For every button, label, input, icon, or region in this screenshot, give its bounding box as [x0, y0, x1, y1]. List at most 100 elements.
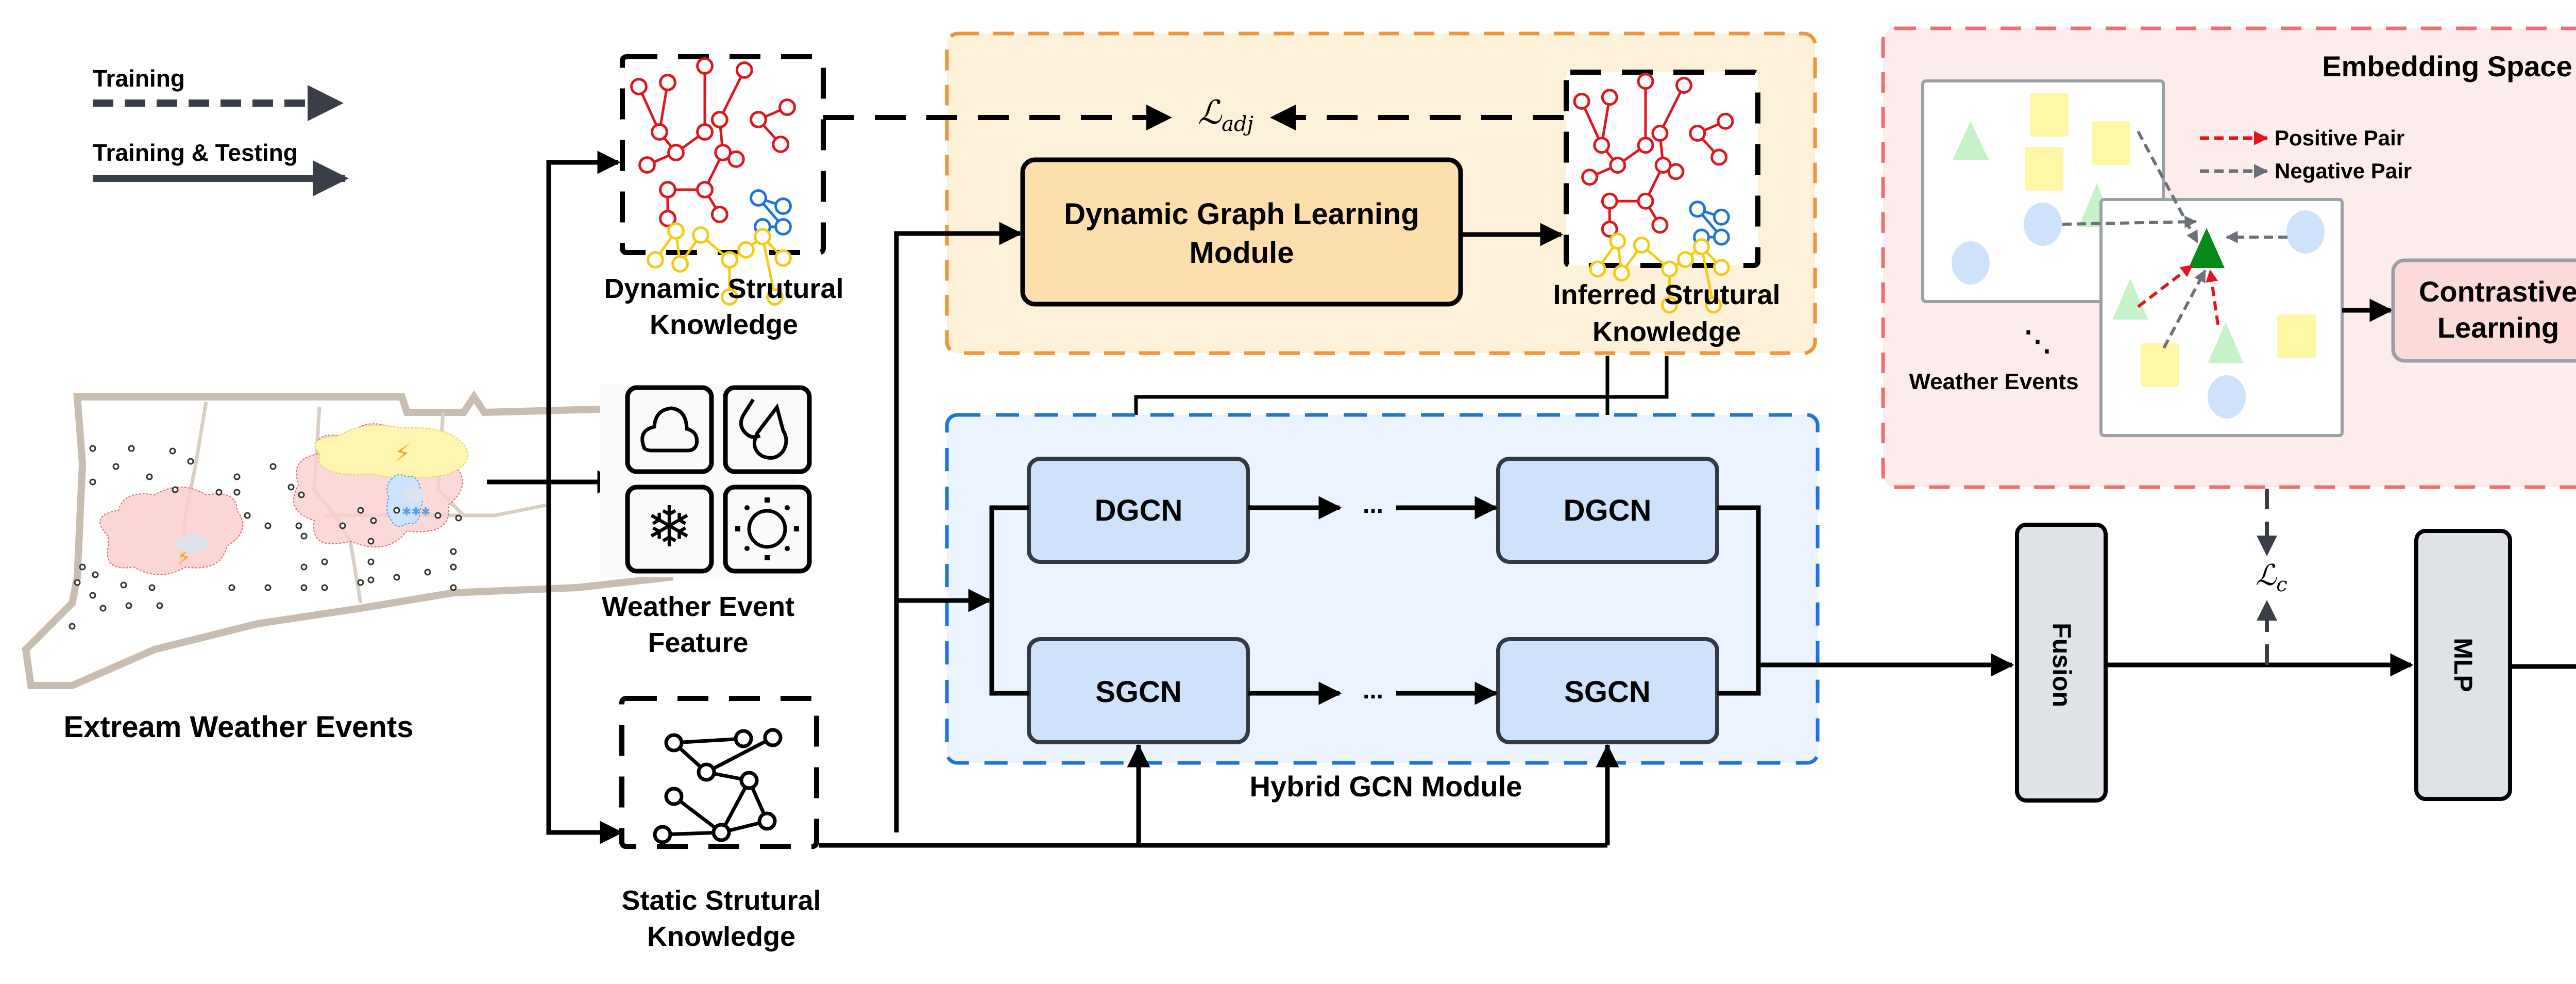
graph-node	[1705, 296, 1722, 314]
sun-icon	[747, 509, 787, 549]
sensor-node	[367, 558, 375, 565]
graph-node	[659, 181, 676, 198]
sensor-node	[79, 563, 86, 571]
sensor-node	[367, 576, 375, 583]
negative-pair-label: Negative Pair	[2275, 159, 2412, 183]
sensor-node	[393, 507, 400, 514]
sensor-node	[298, 491, 305, 498]
sensor-node	[187, 458, 194, 465]
sensor-node	[357, 579, 364, 586]
graph-node	[696, 181, 714, 198]
legend-training-label: Training	[93, 65, 185, 92]
dynamic-graph-icon	[630, 57, 796, 306]
weather-icon-box	[625, 485, 714, 574]
embedding-space-region: Embedding Space Positive Pair	[1881, 26, 2576, 489]
sensor-node	[287, 483, 295, 491]
graph-node	[710, 206, 728, 223]
weather-events-label: Weather Events	[1909, 369, 2078, 394]
square-node	[2030, 93, 2069, 137]
triangle-node	[2112, 278, 2148, 320]
sensor-node	[357, 507, 364, 514]
sensor-node	[455, 514, 462, 522]
legend: Training Training & Testing	[93, 65, 349, 196]
weather-caption-line1: Weather Event	[602, 591, 794, 622]
sensor-node	[74, 579, 81, 586]
sensor-node	[89, 592, 96, 599]
sensor-node	[215, 489, 223, 496]
sgcn-2-label: SGCN	[1564, 675, 1651, 709]
circle-node	[2208, 375, 2246, 419]
static-caption-line1: Static Strutural	[621, 885, 821, 916]
dgcn-block-2[interactable]	[1496, 457, 1719, 564]
graph-node	[1661, 296, 1678, 314]
graph-node	[1693, 238, 1710, 256]
graph-node	[1609, 157, 1626, 174]
sensor-node	[244, 512, 251, 519]
sgcn-block-2[interactable]	[1496, 637, 1719, 744]
sensor-node	[264, 522, 272, 529]
weather-caption-line2: Feature	[648, 627, 748, 658]
sensor-node	[424, 569, 431, 576]
sensor-node	[393, 574, 400, 581]
graph-node	[1637, 73, 1654, 90]
lightning-icon: ⚡	[394, 439, 411, 467]
graph-node	[1601, 89, 1618, 106]
humidity-drops-icon	[739, 398, 788, 460]
sensor-node	[450, 548, 457, 555]
grid-nodes	[69, 445, 462, 630]
graph-node	[1573, 93, 1590, 110]
sensor-node	[434, 512, 442, 519]
sensor-node	[156, 602, 163, 609]
stack-ellipsis: ⋱	[2024, 326, 2052, 357]
square-node	[2277, 314, 2316, 358]
graph-node	[659, 74, 676, 91]
module-label-line2: Module	[1190, 236, 1294, 270]
graph-node	[778, 98, 796, 116]
sensor-node	[125, 602, 132, 609]
sensor-node	[370, 517, 377, 524]
legend-training-testing-label: Training & Testing	[93, 139, 298, 166]
map-caption: Extream Weather Events	[63, 710, 413, 744]
graph-node	[1717, 112, 1734, 130]
sensor-node	[233, 473, 241, 480]
contrastive-loss-symbol: ℒc	[2256, 559, 2287, 596]
sensor-node	[367, 538, 375, 545]
dynamic-structural-knowledge: Dynamic Strutural Knowledge	[604, 54, 844, 340]
graph-node	[1651, 216, 1669, 234]
graph-node	[750, 111, 767, 128]
graph-node	[647, 251, 664, 269]
graph-node	[1633, 237, 1650, 254]
dynamic-caption-line1: Dynamic Strutural	[604, 273, 843, 304]
dgcn-block-1[interactable]	[1027, 457, 1250, 564]
sensor-node	[146, 473, 153, 480]
graph-node	[667, 222, 685, 240]
graph-node	[659, 210, 676, 227]
circle-node	[2024, 203, 2062, 246]
snowflakes-icon: ✱✱✱	[402, 506, 430, 519]
sensor-node	[321, 584, 328, 591]
graph-node	[1677, 251, 1694, 268]
mlp-label: MLP	[2449, 638, 2478, 692]
output-pipeline: Fusion ℒc MLP Outage Prediction ℒp	[1758, 489, 2576, 803]
graph-node	[1710, 148, 1728, 166]
sensor-node	[450, 563, 457, 571]
sensor-node	[228, 584, 235, 591]
graph-node	[774, 218, 792, 236]
dynamic-graph-learning-module[interactable]	[1020, 157, 1463, 307]
storm-cloud-icon	[177, 535, 208, 553]
sensor-node	[300, 563, 308, 571]
snow-cloud-icon	[402, 488, 425, 502]
graph-node	[1601, 221, 1618, 238]
module-label-line1: Dynamic Graph Learning	[1064, 197, 1419, 231]
lightning-region	[314, 425, 469, 479]
contrastive-learning-block[interactable]	[2391, 258, 2576, 363]
graph-node	[696, 57, 714, 75]
graph-node	[1667, 163, 1685, 180]
circle-node	[1952, 241, 1990, 285]
graph-node	[696, 123, 714, 141]
sensor-node	[120, 581, 127, 589]
connecticut-weather-map: ⚡ ⚡ ✱✱✱ Extream Weather Events	[22, 390, 679, 744]
sgcn-block-1[interactable]	[1027, 637, 1250, 744]
graph-node	[710, 111, 728, 128]
positive-pair-arrows	[2137, 264, 2219, 325]
